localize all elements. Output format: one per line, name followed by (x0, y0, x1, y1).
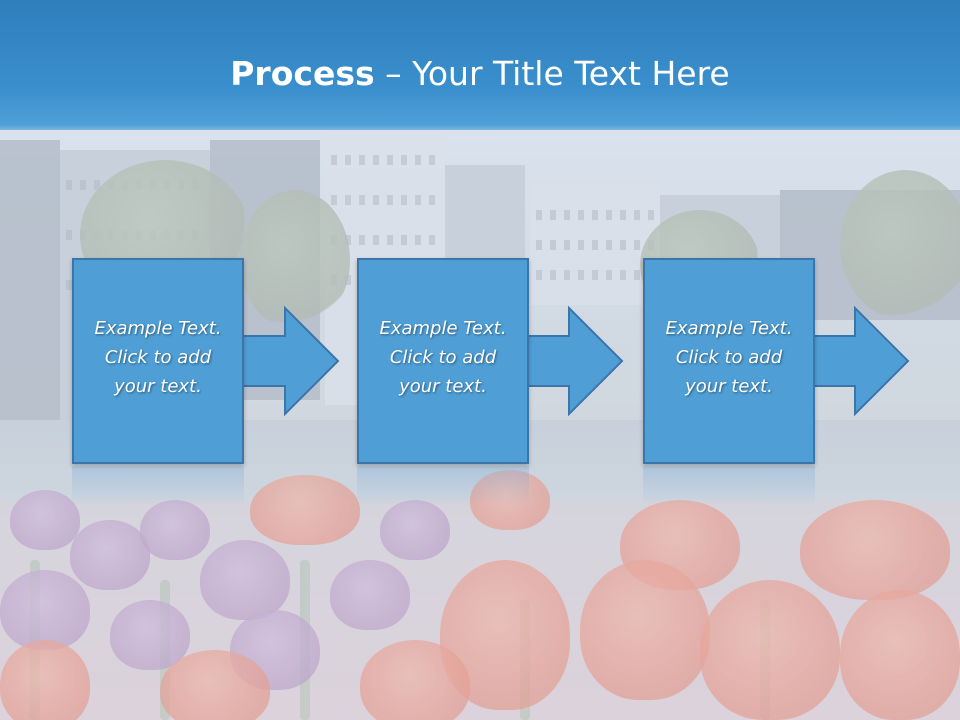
step-text-line: Click to add (104, 347, 212, 368)
step-text-line: your text. (399, 376, 487, 397)
title-bar: Process – Your Title Text Here (0, 0, 960, 130)
tree (240, 190, 350, 330)
step-text[interactable]: Example Text. Click to add your text. (74, 314, 242, 401)
building (530, 185, 660, 305)
step-reflection (72, 466, 244, 506)
building (0, 140, 60, 440)
step-text-line: Click to add (675, 347, 783, 368)
step-text-line: Click to add (389, 347, 497, 368)
process-step-1[interactable]: Example Text. Click to add your text. (72, 258, 244, 464)
tree (840, 170, 960, 320)
right-arrow-icon (519, 305, 624, 417)
step-text-line: Example Text. (665, 318, 793, 339)
title-bold: Process (230, 54, 375, 93)
step-text-line: your text. (685, 376, 773, 397)
step-reflection (357, 466, 529, 506)
step-text-line: your text. (114, 376, 202, 397)
step-text-line: Example Text. (379, 318, 507, 339)
step-text[interactable]: Example Text. Click to add your text. (359, 314, 527, 401)
page-title[interactable]: Process – Your Title Text Here (0, 52, 960, 96)
title-rest: – Your Title Text Here (374, 54, 730, 93)
right-arrow-icon (235, 305, 340, 417)
right-arrow-icon (803, 305, 910, 417)
step-text-line: Example Text. (94, 318, 222, 339)
step-reflection (643, 466, 815, 506)
process-step-3[interactable]: Example Text. Click to add your text. (643, 258, 815, 464)
step-text[interactable]: Example Text. Click to add your text. (645, 314, 813, 401)
process-step-2[interactable]: Example Text. Click to add your text. (357, 258, 529, 464)
